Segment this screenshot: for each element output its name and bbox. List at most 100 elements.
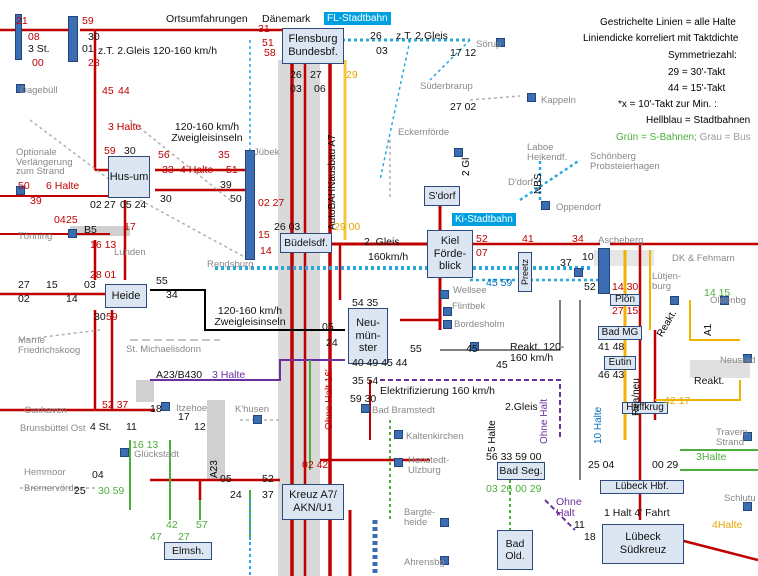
- station-kiel[interactable]: Kiel Förde-blick: [427, 230, 473, 278]
- legend-green-text: Grün = S-Bahnen;: [616, 132, 697, 143]
- station-elmsh[interactable]: Elmsh.: [164, 542, 212, 560]
- station-heide[interactable]: Heide: [105, 284, 147, 308]
- num-10: 10: [582, 251, 594, 263]
- label-jubek: Jübek: [254, 147, 280, 158]
- stop-tonning[interactable]: [68, 229, 77, 238]
- legend-line-3: Symmetriezahl:: [668, 50, 737, 61]
- num-01: 01: [82, 43, 94, 55]
- note-zehn-halte: 10 Halte: [593, 406, 604, 444]
- num-51b: 51: [226, 164, 238, 176]
- stop-sorup[interactable]: [496, 38, 505, 47]
- num-30c: 30: [160, 193, 172, 205]
- stop-travemunde[interactable]: [743, 432, 752, 441]
- neustadt-corridor: [690, 360, 750, 378]
- num-51: 51: [262, 37, 274, 49]
- num-11b: 11: [574, 519, 585, 531]
- stop-kappeln[interactable]: [527, 93, 536, 102]
- stop-dagebull[interactable]: [16, 84, 25, 93]
- stop-gluckstadt[interactable]: [120, 448, 129, 457]
- label-marne: Marne Friedrichskoog: [18, 335, 81, 356]
- num-18: 18: [150, 403, 162, 415]
- stop-eckernforde[interactable]: [454, 148, 463, 157]
- num-52: 52: [476, 233, 488, 245]
- label-hemmoor: Hemmoor: [24, 467, 66, 478]
- label-ahrensburg: Ahrensbg: [404, 557, 445, 568]
- label-brunsbuttel: Brunsbüttel Ost: [20, 423, 86, 434]
- num-26b: 26: [290, 69, 302, 81]
- num-27-15: 27 15: [612, 305, 639, 317]
- stop-bar-left[interactable]: [15, 14, 22, 60]
- num-14: 14: [66, 293, 78, 305]
- stop-neustadt[interactable]: [743, 354, 752, 363]
- stop-itzehoe[interactable]: [161, 402, 170, 411]
- stop-wdorf[interactable]: [470, 342, 479, 351]
- stop-lutjenburg[interactable]: [670, 296, 679, 305]
- label-itzehoe: Itzehoe: [176, 403, 208, 414]
- label-danemark: Dänemark: [262, 13, 311, 25]
- num-00: 00: [32, 57, 44, 69]
- station-neumunster[interactable]: Neu-mün-ster: [348, 308, 388, 364]
- num-02-42: 02 42: [302, 459, 329, 471]
- stop-bad-bramstedt[interactable]: [361, 404, 370, 413]
- stop-preetz-east[interactable]: [574, 268, 583, 277]
- station-budelsdf[interactable]: Büdelsdf.: [280, 233, 332, 253]
- num-45b: 45: [466, 343, 478, 355]
- num-15: 15: [46, 279, 58, 291]
- stop-khusen[interactable]: [253, 415, 262, 424]
- num-45-59: 45 59: [486, 277, 513, 289]
- num-04b: 04: [92, 469, 104, 481]
- label-khusen: K'husen: [235, 404, 270, 415]
- note-reakt-b: Reakt.: [694, 375, 725, 387]
- num-41: 41: [522, 233, 534, 245]
- station-kreuz[interactable]: Kreuz A7/ AKN/U1: [282, 484, 344, 520]
- station-badold[interactable]: Bad Old.: [497, 530, 533, 570]
- stop-bordesholm[interactable]: [443, 320, 452, 329]
- black-line: [150, 289, 345, 331]
- note-sechs-halte: 6 Halte: [46, 180, 80, 192]
- station-badmg[interactable]: Bad MG: [598, 326, 642, 340]
- stop-bar-ascheberg[interactable]: [598, 248, 610, 294]
- num-05b: 05: [220, 473, 232, 485]
- station-husum[interactable]: Hus-um: [108, 156, 150, 198]
- label-kappeln: Kappeln: [541, 95, 576, 106]
- num-17: 17: [124, 221, 136, 233]
- station-preetz[interactable]: Preetz: [518, 252, 532, 292]
- stop-flintbek[interactable]: [443, 307, 452, 316]
- stop-bar-niebull[interactable]: [68, 16, 78, 62]
- note-zwei-gleis-b: 2.Gleis: [505, 401, 538, 413]
- thin-line-reakt: [440, 300, 561, 351]
- stop-oppendorf[interactable]: [541, 201, 550, 210]
- station-flensburg[interactable]: Flensburg Bundesbf.: [282, 28, 344, 64]
- label-flintbek: Flintbek: [452, 301, 486, 312]
- note-160kmh: 160km/h: [368, 251, 409, 263]
- station-badseg[interactable]: Bad Seg.: [497, 462, 545, 480]
- station-lubeckhbf[interactable]: Lübeck Hbf.: [600, 480, 684, 494]
- station-lubeck[interactable]: Lübeck Südkreuz: [602, 524, 684, 564]
- stop-schlutup[interactable]: [743, 502, 752, 511]
- label-fl-stadtbahn: FL-Stadtbahn: [324, 12, 391, 25]
- stop-henstedt[interactable]: [394, 458, 403, 467]
- note-ohne-halt-16: Ohne Halt 16': [324, 369, 335, 430]
- num-21: 21: [16, 15, 28, 27]
- stop-strand[interactable]: [16, 186, 25, 195]
- station-eutin[interactable]: Eutin: [604, 356, 636, 370]
- station-plon[interactable]: Plön: [610, 294, 640, 306]
- num-05-24: 05 24: [120, 199, 147, 211]
- note-drei-halte-c: 3Halte: [696, 451, 727, 463]
- stop-ahrensburg[interactable]: [440, 556, 449, 565]
- num-50: 50: [230, 193, 242, 205]
- station-sdorf[interactable]: S'dorf: [424, 186, 460, 206]
- stop-bar-rendsburg[interactable]: [245, 150, 255, 260]
- stop-oldenburg[interactable]: [720, 296, 729, 305]
- stop-bargteheide[interactable]: [440, 518, 449, 527]
- station-haffkrug[interactable]: Haffkrug: [622, 402, 668, 414]
- stop-wellsee[interactable]: [440, 290, 449, 299]
- num-14-30: 14 30: [612, 281, 639, 293]
- num-17b: 17: [178, 411, 190, 423]
- stop-kaltenkirchen[interactable]: [394, 430, 403, 439]
- label-ortsumfahrungen: Ortsumfahrungen: [166, 13, 248, 25]
- num-3st: 3 St.: [28, 43, 50, 55]
- num-59-30: 59 30: [350, 393, 377, 405]
